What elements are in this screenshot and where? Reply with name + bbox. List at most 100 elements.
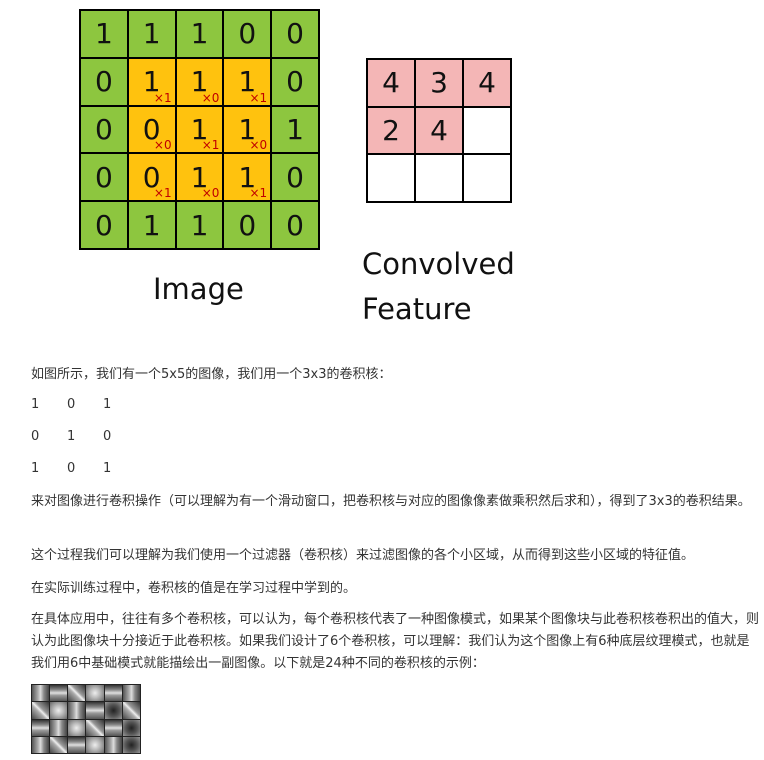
cell-value: 0: [142, 160, 161, 194]
feature-cell: [415, 154, 463, 202]
cell-value: 1: [238, 65, 257, 99]
image-cell: 0: [80, 201, 128, 249]
cell-value: 0: [286, 160, 304, 194]
cell-value: 1: [142, 208, 161, 242]
cell-value: 0: [94, 208, 113, 242]
kernel-example-tile: [86, 685, 104, 702]
cell-value: 0: [238, 208, 257, 242]
kernel-example-tile: [122, 685, 140, 702]
feature-cell: 4: [415, 106, 463, 155]
kernel-value: 1: [31, 461, 40, 476]
cell-value: 0: [94, 65, 113, 99]
image-cell: 1×0: [175, 153, 224, 202]
image-cell: 0: [80, 105, 128, 154]
kernel-weight-label: ×0: [249, 138, 268, 153]
cell-value: 0: [142, 112, 161, 146]
kernel-example-tile: [122, 702, 140, 719]
kernel-example-tile: [122, 719, 140, 736]
feature-caption-line1: Convolved: [362, 247, 515, 281]
feature-cell: 4: [463, 59, 511, 107]
filter-paragraph: 这个过程我们可以理解为我们使用一个过滤器（卷积核）来过滤图像的各个小区域，从而得…: [31, 548, 695, 563]
kernel-value: 0: [67, 461, 76, 476]
convolution-paragraph: 来对图像进行卷积操作（可以理解为有一个滑动窗口，把卷积核与对应的图像像素做乘积然…: [31, 494, 751, 509]
kernel-example-tile: [32, 702, 50, 719]
kernel-example-tile: [68, 685, 86, 702]
cell-value: 0: [94, 160, 113, 194]
cell-value: 1: [190, 160, 209, 194]
feature-cell: 2: [367, 106, 415, 155]
kernel-example-tile: [32, 736, 50, 753]
kernel-example-tile: [32, 719, 50, 736]
kernel-weight-label: ×0: [201, 90, 220, 105]
kernel-value: 1: [103, 397, 112, 412]
cell-value: 0: [94, 112, 113, 146]
kernel-row: 1 0 1: [31, 461, 139, 476]
kernel-value: 0: [67, 397, 76, 412]
cell-value: 1: [190, 65, 209, 99]
image-cell: 1×1: [127, 57, 176, 106]
cell-value: 1: [238, 160, 257, 194]
kernel-example-tile: [104, 719, 122, 736]
intro-paragraph: 如图所示，我们有一个5x5的图像，我们用一个3x3的卷积核：: [31, 367, 392, 382]
image-cell: 1: [175, 201, 224, 249]
application-paragraph: 在具体应用中，往往有多个卷积核，可以认为，每个卷积核代表了一种图像模式，如果某个…: [31, 612, 760, 671]
kernel-weight-label: ×1: [201, 138, 220, 153]
kernel-example-tile: [104, 685, 122, 702]
feature-cell: [463, 154, 511, 202]
image-cell: 0: [271, 57, 319, 106]
cell-value: 1: [286, 112, 304, 146]
kernel-example-tile: [50, 719, 68, 736]
kernel-weight-label: ×1: [153, 186, 172, 201]
feature-cell: [367, 154, 415, 202]
cell-value: 1: [238, 112, 257, 146]
kernel-value: 0: [31, 429, 40, 444]
image-cell: 1×1: [223, 57, 272, 106]
image-cell: 0: [80, 153, 128, 202]
kernel-value: 1: [67, 429, 76, 444]
kernel-example-tile: [86, 736, 104, 753]
kernel-value: 1: [103, 461, 112, 476]
cell-value: 1: [142, 17, 161, 51]
image-cell: 1×1: [223, 153, 272, 202]
kernel-weight-label: ×0: [201, 186, 220, 201]
kernel-example-tile: [86, 702, 104, 719]
image-cell: 1×0: [223, 105, 272, 154]
cell-value: 1: [190, 17, 209, 51]
image-cell: 0: [223, 201, 272, 249]
cell-value: 1: [190, 112, 209, 146]
feature-cell: 3: [415, 59, 463, 107]
kernel-value: 0: [103, 429, 112, 444]
cell-value: 1: [190, 208, 209, 242]
kernel-weight-label: ×0: [153, 138, 172, 153]
image-cell: 1: [127, 10, 176, 58]
image-cell: 1×1: [175, 105, 224, 154]
kernel-row: 0 1 0: [31, 429, 139, 444]
kernel-example-tile: [86, 719, 104, 736]
image-cell: 1: [127, 201, 176, 249]
training-paragraph: 在实际训练过程中，卷积核的值是在学习过程中学到的。: [31, 581, 357, 596]
image-cell: 0×1: [127, 153, 176, 202]
feature-cell: 4: [367, 59, 415, 107]
image-cell: 1: [175, 10, 224, 58]
feature-caption-line2: Feature: [362, 292, 472, 326]
kernel-weight-label: ×1: [249, 90, 268, 105]
kernel-example-tile: [104, 736, 122, 753]
kernel-example-tile: [32, 685, 50, 702]
kernel-example-tile: [50, 685, 68, 702]
cell-value: 1: [94, 17, 113, 51]
kernel-example-tile: [68, 702, 86, 719]
feature-cell: [463, 106, 511, 155]
cell-value: 0: [286, 208, 304, 242]
cell-value: 0: [238, 17, 257, 51]
image-caption: Image: [153, 272, 244, 306]
image-cell: 0: [223, 10, 272, 58]
kernel-weight-label: ×1: [153, 90, 172, 105]
kernel-example-tile: [50, 736, 68, 753]
image-cell: 1×0: [175, 57, 224, 106]
kernel-examples-image: [31, 684, 141, 754]
image-cell: 1: [80, 10, 128, 58]
cell-value: 1: [142, 65, 161, 99]
